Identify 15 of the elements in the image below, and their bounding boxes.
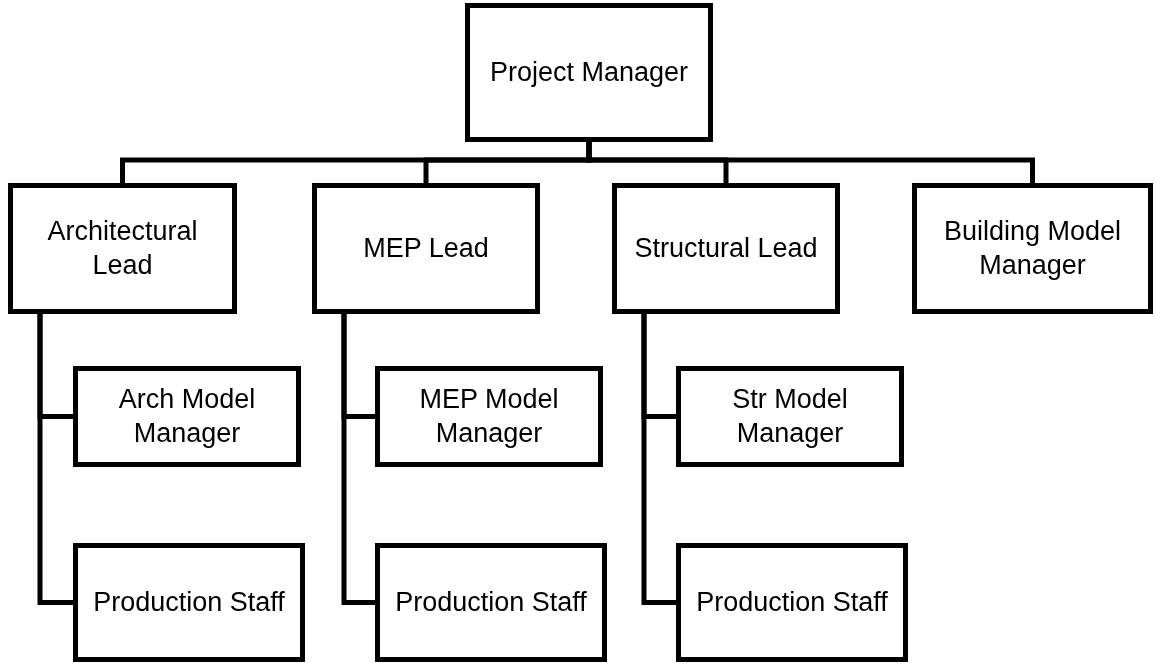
role-box: Production Staff xyxy=(676,543,908,662)
role-box: Architectural Lead xyxy=(8,183,237,314)
role-box: MEP Lead xyxy=(312,183,540,314)
role-box: Structural Lead xyxy=(612,183,840,314)
role-box: Arch Model Manager xyxy=(73,366,301,467)
role-box: Building Model Manager xyxy=(912,183,1153,314)
role-box: Production Staff xyxy=(375,543,607,662)
connector-line xyxy=(341,314,375,605)
connector-line xyxy=(37,314,73,605)
role-box: Production Staff xyxy=(73,543,305,662)
connector-line xyxy=(586,142,1035,183)
connector-line xyxy=(641,314,676,605)
role-box: MEP Model Manager xyxy=(375,366,603,467)
role-box: Str Model Manager xyxy=(676,366,904,467)
role-box: Project Manager xyxy=(465,3,713,142)
